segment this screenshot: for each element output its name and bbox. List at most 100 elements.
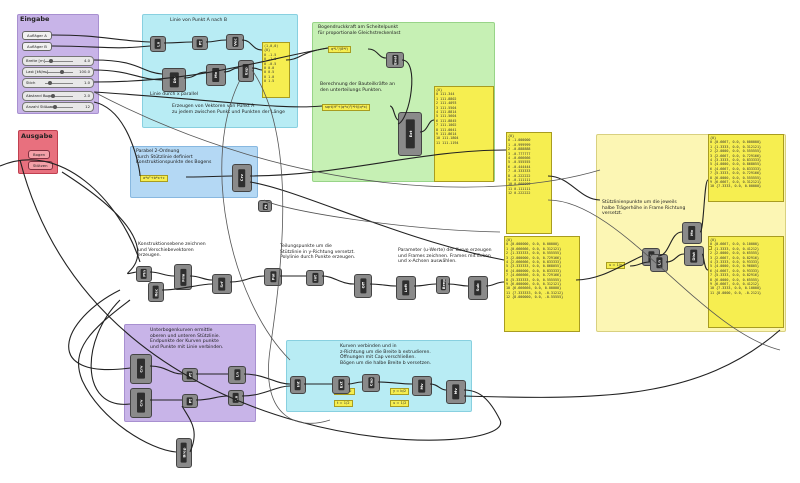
panel-row: 0 1.0 bbox=[264, 74, 275, 79]
component-unterbogen-pt2[interactable]: Pt bbox=[182, 394, 198, 408]
component-unterbogen-ln1[interactable]: Ln bbox=[228, 366, 246, 384]
component-curve[interactable]: Crv bbox=[232, 164, 252, 192]
component-unterbogen-pt1[interactable]: Pt bbox=[182, 368, 198, 382]
panel-row: 9 111.8614 bbox=[436, 132, 457, 137]
param-stuetzen-output[interactable]: Stützen bbox=[28, 161, 53, 170]
component-frame[interactable]: Frm bbox=[174, 264, 192, 290]
expression-parabel[interactable]: a*x²+b*x+c bbox=[140, 175, 168, 182]
panel-row: 10 {7.3333, 0.0, 0.00000} bbox=[710, 184, 762, 189]
panel-frames[interactable]: {0}0 {0.000000, 0.0, 0.00000}1 {0.666666… bbox=[504, 236, 580, 332]
component-brep[interactable]: Brep bbox=[436, 276, 450, 294]
param-auflager-b[interactable]: Aufläger B bbox=[22, 42, 52, 51]
slider-knob[interactable] bbox=[48, 80, 53, 85]
panel-row: 0 {0.6667, 0.0, 0.10000} bbox=[710, 242, 759, 247]
component-kurven-join[interactable]: Int bbox=[290, 376, 306, 394]
component-bottom-output[interactable]: Brep bbox=[176, 438, 192, 468]
panel-row: {0} bbox=[264, 48, 271, 53]
component-plane[interactable]: Pln bbox=[136, 266, 152, 282]
component-vector[interactable]: Vec bbox=[226, 34, 244, 50]
slider-value: 1.0 bbox=[83, 80, 90, 85]
panel-row: {0} bbox=[710, 238, 717, 242]
expression-u[interactable]: u = 1/n bbox=[606, 262, 626, 269]
slider-value: 12 bbox=[85, 104, 90, 109]
panel-row: 1 {1.3333, 0.0, 0.41212} bbox=[710, 246, 759, 251]
expression-bogen-h[interactable]: q*L²/(8*f) bbox=[328, 46, 351, 53]
panel-row: 5 {4.0000, 0.0, 0.868055} bbox=[710, 162, 762, 167]
panel-row: 11 111.1194 bbox=[436, 140, 459, 145]
expression-t[interactable]: t = 1/2 bbox=[334, 400, 353, 407]
panel-row: (1,0,0) bbox=[264, 44, 279, 48]
component-kurven-mv1[interactable]: Mv bbox=[412, 376, 432, 396]
panel-row: 7 -0.333333 bbox=[508, 169, 531, 174]
component-kurven-cap[interactable]: Cap bbox=[362, 374, 380, 392]
slider-1[interactable]: Last [kN/m]100.0 bbox=[22, 67, 94, 77]
panel-row: {0} bbox=[710, 136, 717, 140]
component-unterbogen-crv1[interactable]: Crv bbox=[130, 354, 152, 384]
panel-row: 6 {4.6667, 0.0, 0.833333} bbox=[710, 166, 762, 171]
slider-knob[interactable] bbox=[50, 93, 55, 98]
slider-2[interactable]: Stich 1.0 bbox=[22, 78, 94, 88]
slider-track[interactable] bbox=[45, 83, 73, 84]
panel-row: 0 0.5 bbox=[264, 70, 275, 75]
panel-stuetzen-oben[interactable]: {0}0 {0.6667, 0.0, 0.000000}1 {1.3333, 0… bbox=[708, 134, 784, 202]
panel-stuetzen-unten[interactable]: {0}0 {0.6667, 0.0, -0.1000}1 {1.3333, 0.… bbox=[708, 246, 712, 250]
slider-knob[interactable] bbox=[60, 69, 65, 74]
panel-row: 6 {4.000000, 0.0, 0.833333} bbox=[506, 268, 562, 273]
panel-row: {0} bbox=[436, 88, 443, 92]
component-loft[interactable]: Loft bbox=[396, 276, 416, 300]
panel-row: 4 {3.3333, 0.0, 0.93333} bbox=[710, 260, 759, 265]
expression-y[interactable]: y = b/2 bbox=[390, 388, 410, 395]
kurven-note: Kurven verbinden und in z-Richtung um di… bbox=[340, 344, 432, 366]
parabel-title: Parabel 2-Ordnung durch Stützlinie defin… bbox=[136, 149, 212, 166]
panel-row: 12 0.222222 bbox=[508, 191, 531, 196]
component-point[interactable]: Pt bbox=[192, 36, 208, 50]
component-interpolate[interactable]: Int bbox=[306, 270, 324, 286]
expression-u2[interactable]: u = 1/2 bbox=[390, 400, 410, 407]
slider-knob[interactable] bbox=[49, 58, 54, 63]
panel-row: 9 {6.6667, 0.0, 0.312121} bbox=[710, 180, 762, 185]
bogen-title: Bogendruckkraft am Scheitelpunkt für pro… bbox=[318, 25, 401, 36]
panel-row: 11 {7.333333, 0.0, -0.31212} bbox=[506, 290, 564, 295]
component-rectangle[interactable]: Rec bbox=[148, 282, 164, 302]
panel-row: 0 -1.5 bbox=[264, 52, 277, 57]
panel-row: 0 {0.6667, 0.0, 0.000000} bbox=[710, 140, 762, 145]
panel-row: 8 {6.0000, 0.0, 0.555555} bbox=[710, 175, 762, 180]
panel-row: 7 {5.3333, 0.0, 0.82916} bbox=[710, 273, 759, 278]
panel-stuetzen-mitte[interactable]: {0}0 {0.6667, 0.0, 0.10000}1 {1.3333, 0.… bbox=[708, 236, 784, 328]
linie-note2: Erzeugen von Vektoren von Punkt A zu jed… bbox=[172, 104, 285, 115]
component-stuetzen-pt2[interactable]: Ln bbox=[650, 254, 668, 272]
component-divide[interactable]: Div bbox=[162, 68, 186, 92]
param-auflager-a[interactable]: Aufläger A bbox=[22, 31, 52, 40]
panel-row: 0 -0.5 bbox=[264, 61, 277, 66]
component-explode[interactable]: Exp bbox=[238, 60, 254, 82]
slider-label: Stich bbox=[26, 80, 36, 85]
slider-track[interactable] bbox=[45, 96, 73, 97]
component-kurven-ext[interactable]: Ext bbox=[332, 376, 350, 394]
component-polyline[interactable]: Pol bbox=[264, 268, 282, 286]
panel-row: 10 {7.3333, 0.0, 0.10000} bbox=[710, 286, 762, 291]
component-srf[interactable]: Srf bbox=[212, 274, 232, 294]
panel-row: 4 111.8814 bbox=[436, 110, 457, 115]
component-stuetzen-mv1[interactable]: Mv bbox=[682, 222, 702, 244]
slider-track[interactable] bbox=[45, 61, 73, 62]
slider-track[interactable] bbox=[45, 72, 73, 73]
slider-track[interactable] bbox=[45, 107, 73, 108]
slider-knob[interactable] bbox=[53, 104, 58, 109]
slider-0[interactable]: Breite [m]4.0 bbox=[22, 56, 94, 66]
expression-bogen-kraft[interactable]: sqrt(H²+(q*x)²)*H/(q*x) bbox=[322, 104, 371, 111]
component-move[interactable]: Mv bbox=[206, 64, 226, 86]
teilung-note: Teilungspunkte um die Stützlinie in y-Ri… bbox=[280, 244, 356, 261]
component-kurven-mv2[interactable]: Mv bbox=[446, 380, 466, 404]
component-unterbogen-crv2[interactable]: Crv bbox=[130, 388, 152, 418]
component-line[interactable]: Ln bbox=[150, 36, 166, 52]
component-eval-kraft[interactable]: Ext bbox=[398, 112, 422, 156]
component-sub[interactable]: Sub bbox=[468, 276, 488, 300]
component-offset[interactable]: Off bbox=[354, 274, 372, 298]
param-bogen-output[interactable]: Bogen bbox=[28, 150, 51, 159]
